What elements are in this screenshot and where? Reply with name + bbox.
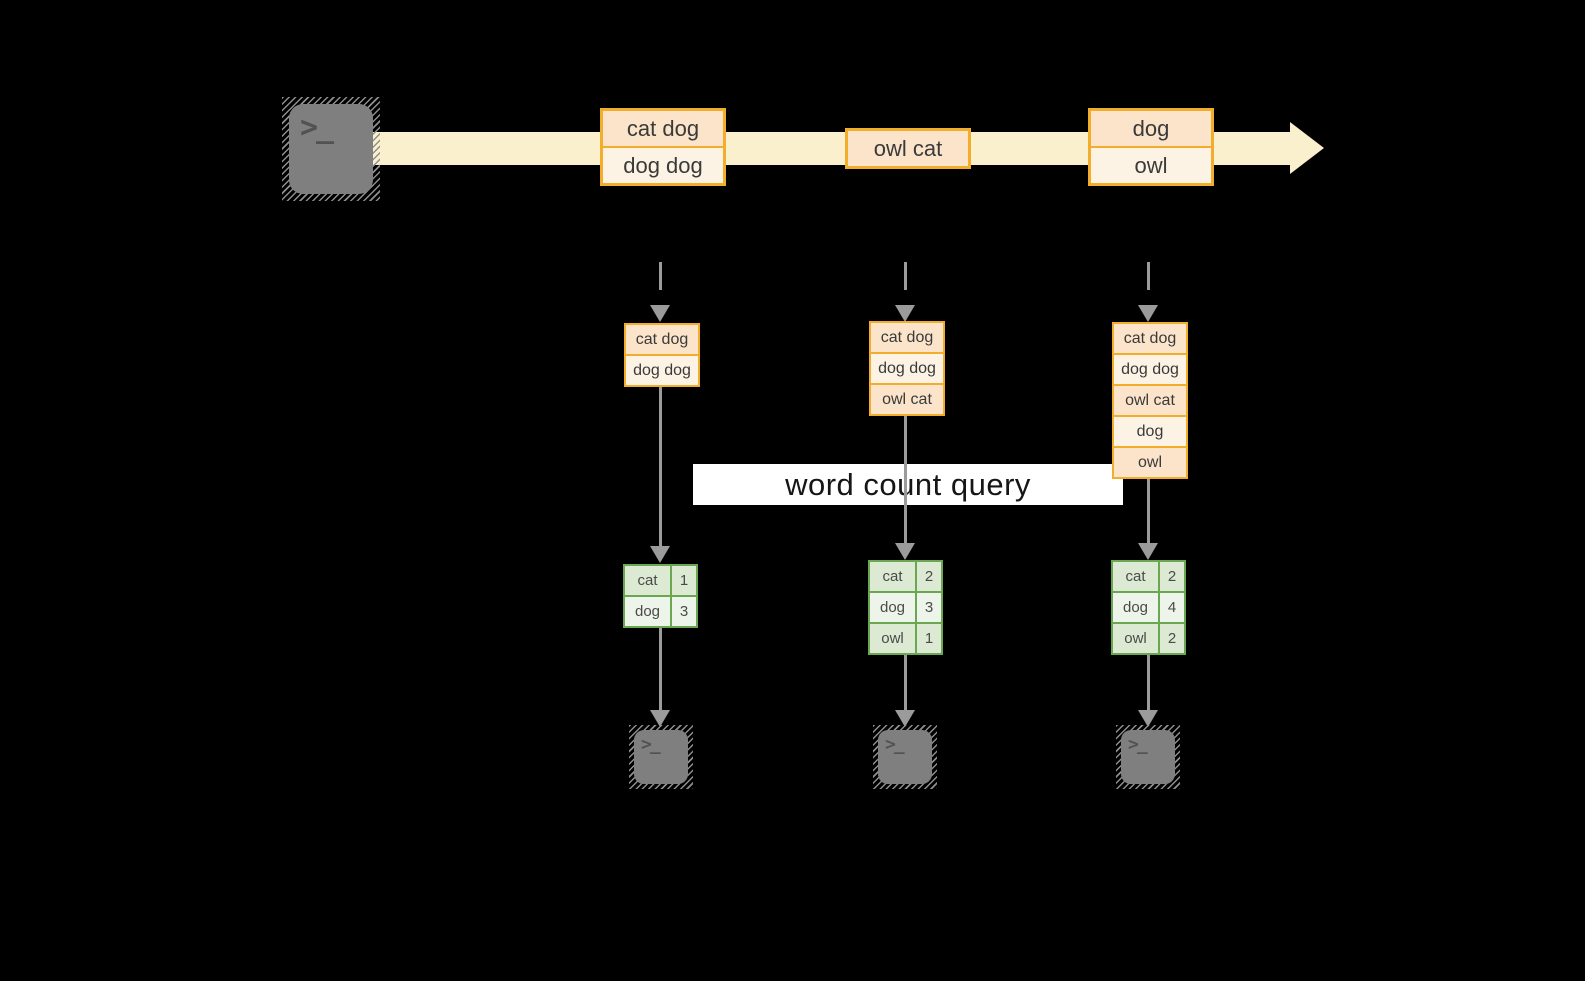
stream-record: owl [1091,148,1211,183]
stack-record: dog dog [871,354,943,383]
word-cell: dog [1113,593,1158,622]
sink-terminal-icon-2: >_ [873,725,937,789]
arrow-head-icon [650,710,670,727]
sink-terminal-icon-3: >_ [1116,725,1180,789]
word-cell: cat [1113,562,1158,591]
terminal-prompt-icon: >_ [641,734,661,755]
count-cell: 1 [672,566,696,595]
terminal-prompt-icon: >_ [1128,734,1148,755]
output-arrow-3 [1138,655,1158,727]
arrow-head-icon [1138,543,1158,560]
query-label: word count query [785,466,1031,502]
query-arrow-3 [1138,478,1158,560]
word-cell: cat [625,566,670,595]
terminal-window: >_ [1121,730,1175,784]
stack-record: owl cat [871,385,943,414]
ingest-arrow-1 [650,262,670,322]
ingest-arrow-2 [895,262,915,322]
arrow-line [903,655,907,710]
arrow-line [658,628,662,710]
stream-batch-1: cat dog dog dog [600,108,726,186]
arrow-line [1146,655,1150,710]
terminal-prompt-icon: >_ [300,110,334,145]
ingest-arrow-3 [1138,262,1158,322]
query-arrow-1 [650,387,670,563]
word-cell: owl [1113,624,1158,653]
terminal-window: >_ [634,730,688,784]
terminal-window: >_ [289,104,373,194]
stack-record: owl [1114,448,1186,477]
stream-batch-3: dog owl [1088,108,1214,186]
arrow-dash [1146,262,1150,290]
stream-arrow-head-icon [1290,122,1324,174]
stream-record: dog dog [603,148,723,183]
stack-record: dog dog [626,356,698,385]
source-terminal-icon: >_ [282,97,380,201]
count-cell: 2 [1160,562,1184,591]
word-count-table-2: cat 2 dog 3 owl 1 [868,560,943,655]
stack-record: cat dog [626,325,698,354]
word-cell: dog [625,597,670,626]
input-stack-1: cat dog dog dog [624,323,700,387]
arrow-head-icon [895,710,915,727]
arrow-line [903,415,907,543]
arrow-head-icon [895,543,915,560]
query-label-band: word count query [693,464,1123,505]
arrow-head-icon [895,305,915,322]
stack-record: cat dog [1114,324,1186,353]
arrow-dash [658,262,662,290]
stream-record: cat dog [603,111,723,146]
output-arrow-2 [895,655,915,727]
stack-record: owl cat [1114,386,1186,415]
count-cell: 4 [1160,593,1184,622]
sink-terminal-icon-1: >_ [629,725,693,789]
stream-record: owl cat [848,131,968,166]
input-stack-3: cat dog dog dog owl cat dog owl [1112,322,1188,479]
query-arrow-2 [895,415,915,560]
word-cell: cat [870,562,915,591]
stack-record: dog [1114,417,1186,446]
word-count-table-3: cat 2 dog 4 owl 2 [1111,560,1186,655]
terminal-prompt-icon: >_ [885,734,905,755]
stream-batch-2: owl cat [845,128,971,169]
word-cell: owl [870,624,915,653]
stream-record: dog [1091,111,1211,146]
arrow-head-icon [650,305,670,322]
arrow-line [1146,478,1150,543]
word-count-table-1: cat 1 dog 3 [623,564,698,628]
arrow-dash [903,262,907,290]
terminal-window: >_ [878,730,932,784]
count-cell: 2 [1160,624,1184,653]
arrow-line [658,387,662,546]
count-cell: 3 [917,593,941,622]
arrow-head-icon [1138,710,1158,727]
stack-record: cat dog [871,323,943,352]
count-cell: 1 [917,624,941,653]
output-arrow-1 [650,628,670,727]
input-stack-2: cat dog dog dog owl cat [869,321,945,416]
count-cell: 3 [672,597,696,626]
arrow-head-icon [1138,305,1158,322]
stack-record: dog dog [1114,355,1186,384]
arrow-head-icon [650,546,670,563]
word-cell: dog [870,593,915,622]
count-cell: 2 [917,562,941,591]
